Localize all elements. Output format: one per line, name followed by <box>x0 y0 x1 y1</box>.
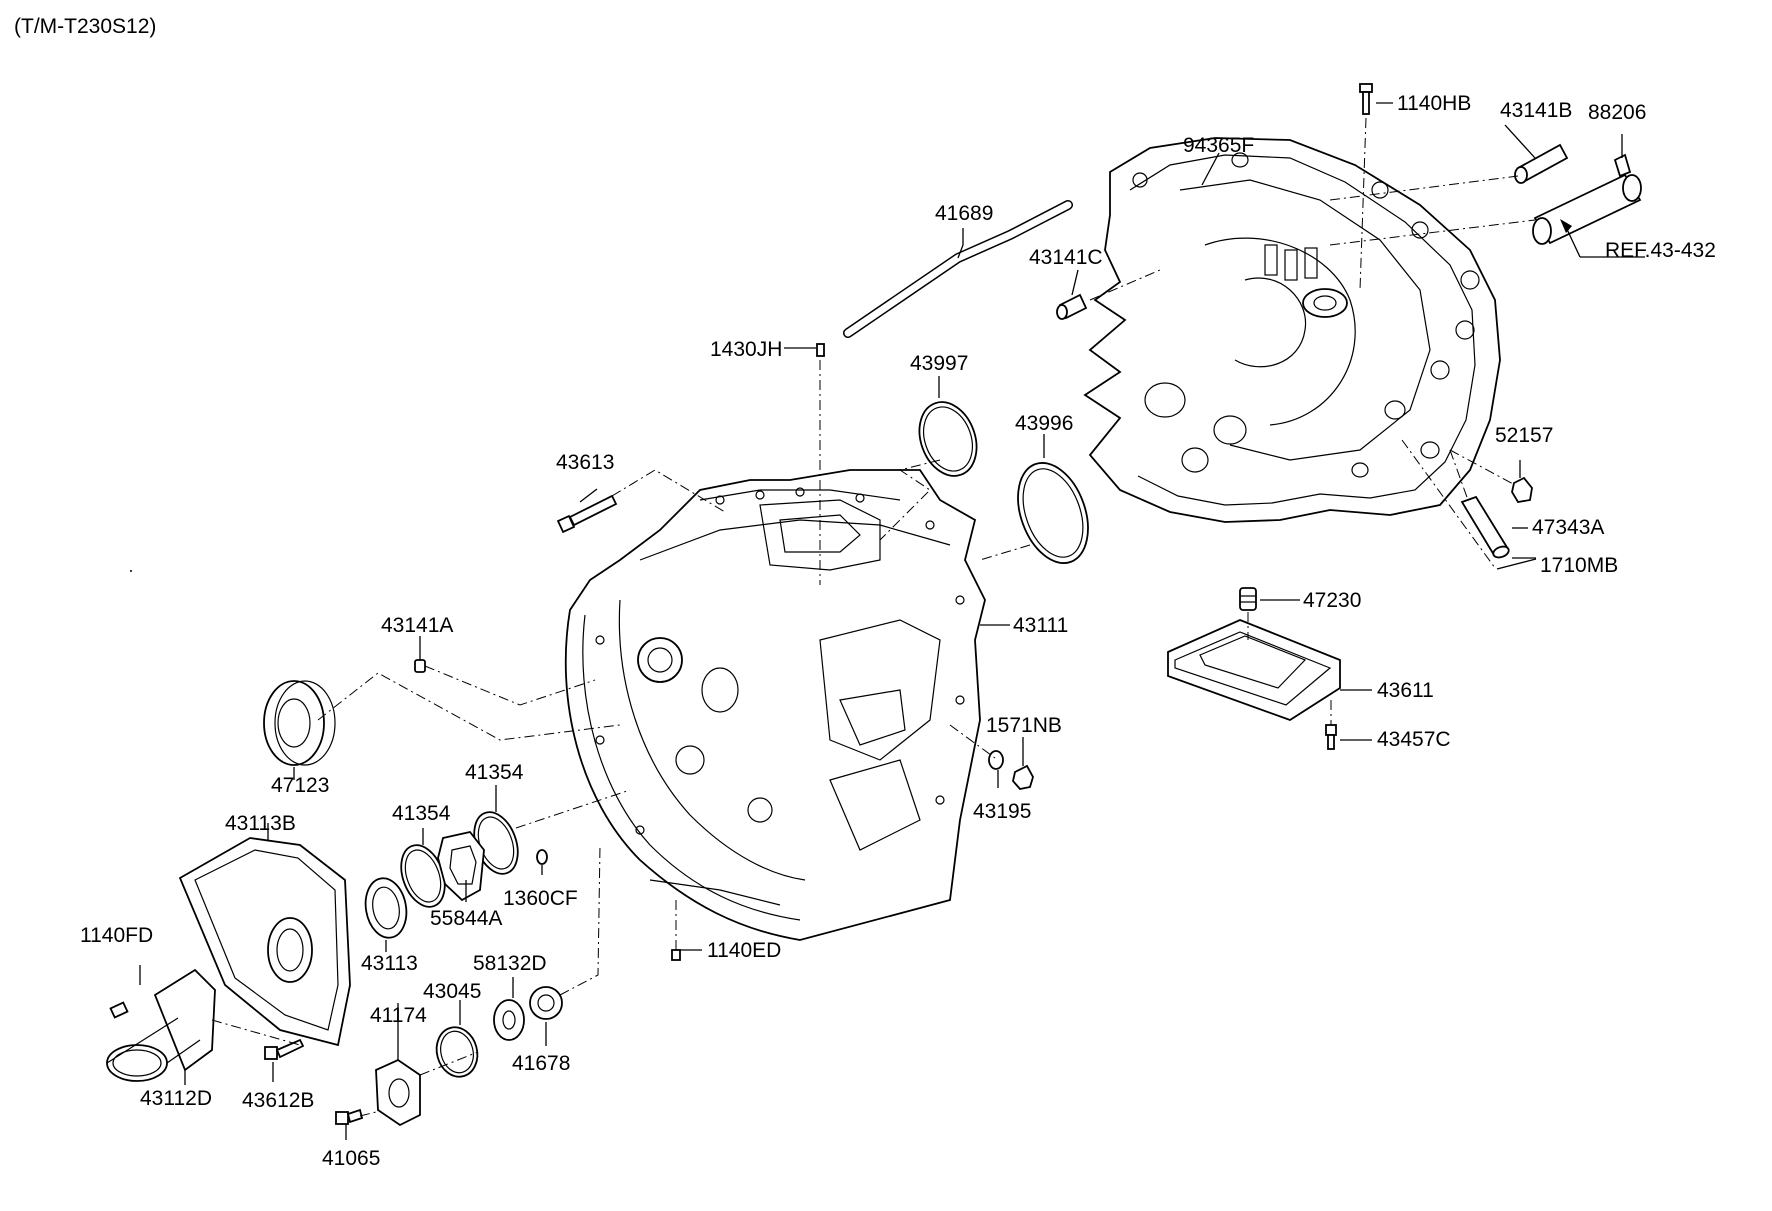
label-41689: 41689 <box>935 202 993 225</box>
label-1360cf: 1360CF <box>503 887 578 910</box>
plug-52157 <box>1511 476 1533 503</box>
label-1140hb: 1140HB <box>1397 92 1471 115</box>
label-43611: 43611 <box>1377 679 1434 702</box>
bearing-58132d <box>493 999 525 1041</box>
bolt-43457c <box>1325 724 1337 750</box>
bolt-43613 <box>556 494 618 534</box>
stray-dot <box>130 570 132 572</box>
cover-43113b <box>178 837 351 1047</box>
oring-43996 <box>1017 462 1089 564</box>
seal-41678 <box>529 986 563 1020</box>
spacer-55844a <box>437 830 485 902</box>
label-43141a: 43141A <box>381 614 453 637</box>
pin-1360cf <box>536 849 548 865</box>
retainer-41174 <box>375 1058 421 1127</box>
bolt-43612b <box>264 1038 305 1060</box>
label-1571nb: 1571NB <box>986 714 1062 737</box>
cover-43611 <box>1167 619 1341 721</box>
dowel-43141a <box>414 659 426 673</box>
label-41678: 41678 <box>512 1052 570 1075</box>
label-88206: 88206 <box>1588 101 1646 124</box>
washer-43195 <box>988 750 1004 770</box>
seal-43113 <box>364 877 408 939</box>
bolt-1140fd <box>109 1001 129 1019</box>
leader-lines <box>139 102 1645 1140</box>
pin-1710mb <box>1496 558 1537 570</box>
oring-43997 <box>918 401 978 477</box>
label-43111: 43111 <box>1013 614 1068 637</box>
label-43045: 43045 <box>423 980 481 1003</box>
label-1710mb: 1710MB <box>1540 554 1618 577</box>
label-43112d: 43112D <box>140 1087 212 1110</box>
label-41354-bottom: 41354 <box>392 802 451 825</box>
gear-47123 <box>263 680 336 766</box>
rear-case-housing <box>1083 137 1501 523</box>
oring-43045 <box>435 1026 479 1078</box>
shaft-47343a <box>1460 495 1510 559</box>
label-43113b: 43113B <box>225 812 296 835</box>
label-55844a: 55844A <box>430 907 502 930</box>
bolt-41065 <box>335 1108 364 1125</box>
label-43195: 43195 <box>973 800 1031 823</box>
label-43141b: 43141B <box>1500 99 1572 122</box>
plug-1430jh <box>816 343 825 357</box>
pin-88206 <box>1613 153 1632 178</box>
plug-1571nb <box>1012 764 1034 790</box>
label-52157: 52157 <box>1495 424 1553 447</box>
tube-41689 <box>843 200 1073 338</box>
label-58132d: 58132D <box>473 952 547 975</box>
dowel-43141b <box>1514 143 1569 184</box>
bolt-1140ed <box>671 949 681 961</box>
label-41065: 41065 <box>322 1147 380 1170</box>
label-43997: 43997 <box>910 352 968 375</box>
label-47343a: 47343A <box>1532 516 1604 539</box>
label-1140fd: 1140FD <box>80 924 153 947</box>
diagram-title: (T/M-T230S12) <box>14 15 156 38</box>
label-ref-43-432: REF.43-432 <box>1605 239 1716 262</box>
label-41354-top: 41354 <box>465 761 524 784</box>
clutch-housing <box>564 469 986 941</box>
sleeve-43112d <box>106 968 216 1082</box>
label-41174: 41174 <box>370 1004 427 1027</box>
part-labels: 1140HB 43141B 88206 94365F REF.43-432 41… <box>80 92 1716 1170</box>
bolt-1140hb <box>1359 83 1373 115</box>
label-43612b: 43612B <box>242 1089 314 1112</box>
dowel-43141c <box>1056 293 1088 320</box>
ref-sleeve <box>1532 173 1642 245</box>
plug-47230 <box>1239 587 1257 611</box>
label-1430jh: 1430JH <box>710 338 782 361</box>
label-43996: 43996 <box>1015 412 1073 435</box>
label-43457c: 43457C <box>1377 728 1451 751</box>
label-43613: 43613 <box>556 451 614 474</box>
shim-41354-b <box>400 844 446 908</box>
label-94365f: 94365F <box>1183 134 1254 157</box>
label-43113: 43113 <box>361 952 418 975</box>
label-47123: 47123 <box>271 774 329 797</box>
label-43141c: 43141C <box>1029 246 1103 269</box>
label-1140ed: 1140ED <box>707 939 781 962</box>
label-47230: 47230 <box>1303 589 1361 612</box>
